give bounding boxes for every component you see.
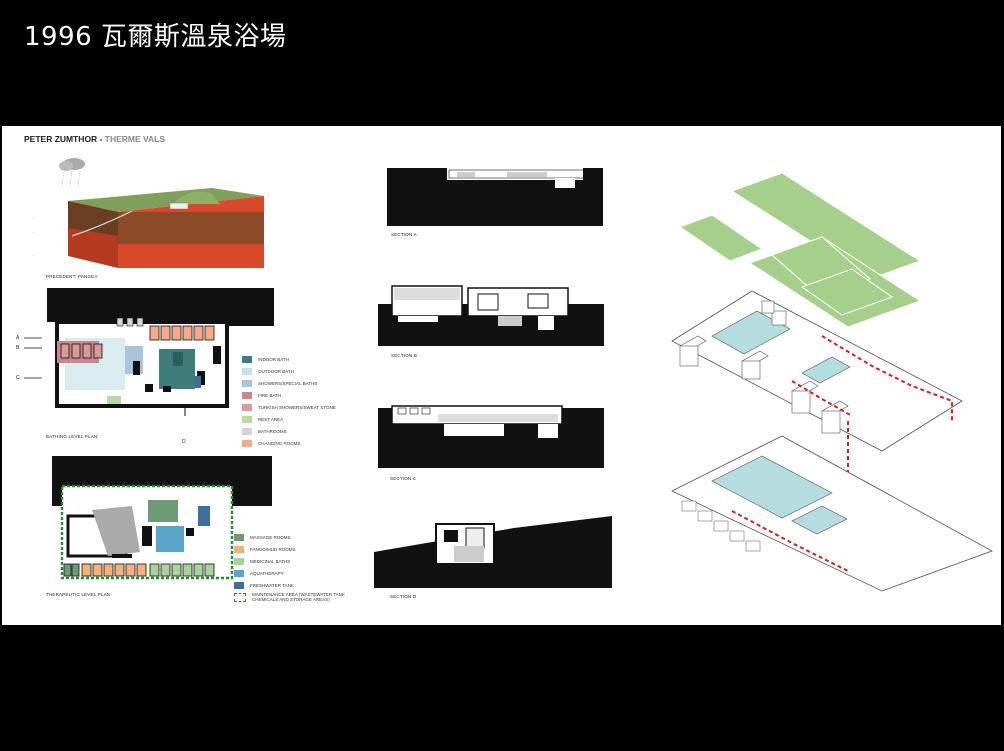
section-marker-a: A <box>16 335 20 341</box>
therapeutic-legend-label: MAINTENANCE AREA (WASTEWATER TANK CHEMIC… <box>252 592 345 602</box>
bathing-legend-swatch <box>242 403 252 411</box>
bathing-legend-swatch <box>242 355 252 363</box>
therapeutic-legend-item: MEDICINAL BATHS <box>234 555 354 567</box>
bathing-legend-swatch <box>242 427 252 435</box>
project-name: THERME VALS <box>102 134 166 144</box>
section-d-caption: SECTION D <box>390 594 417 599</box>
therapeutic-legend-item: MAINTENANCE AREA (WASTEWATER TANK CHEMIC… <box>234 591 354 603</box>
bathing-legend-swatch <box>242 439 252 447</box>
author-name: PETER ZUMTHOR - <box>24 134 103 144</box>
bathing-legend-swatch <box>242 367 252 375</box>
therapeutic-legend-swatch <box>234 545 244 553</box>
board-title: PETER ZUMTHOR - THERME VALS <box>24 134 165 144</box>
bathing-legend-item: INDOOR BATH <box>242 353 336 365</box>
bathing-legend-label: INDOOR BATH <box>258 356 289 362</box>
bathing-legend-label: SHOWERS/SPECIAL BATHS <box>258 380 318 386</box>
bathing-legend-label: FIRE BATH <box>258 392 282 398</box>
bathing-legend-swatch <box>242 415 252 423</box>
slide-title: 1996 瓦爾斯溫泉浴場 <box>24 22 287 52</box>
section-c-drawing <box>378 405 604 468</box>
bathing-legend-label: TURKISH SHOWERS/SWEAT STONE <box>258 404 336 410</box>
therapeutic-legend-swatch <box>234 581 244 589</box>
therapeutic-level-plan <box>52 456 272 580</box>
svg-text:·····: ····· <box>32 216 37 220</box>
therapeutic-legend-label: MASSAGE ROOMS <box>250 534 291 540</box>
section-a-drawing <box>387 168 603 226</box>
bathing-legend-item: BATHROOMS <box>242 425 336 437</box>
therapeutic-plan-caption: THERAPEUTIC LEVEL PLAN <box>46 592 111 597</box>
svg-text:·····: ····· <box>32 230 37 234</box>
section-a-caption: SECTION A <box>391 232 417 237</box>
bathing-legend-item: SHOWERS/SPECIAL BATHS <box>242 377 336 389</box>
precedent-caption: PRECEDENT: PANGEA <box>46 274 98 279</box>
section-marker-c: C <box>16 375 20 381</box>
section-d-drawing <box>374 516 612 588</box>
therapeutic-legend-swatch <box>234 533 244 541</box>
therapeutic-legend-swatch <box>234 592 246 602</box>
bathing-legend-label: REST AREA <box>258 416 284 422</box>
therapeutic-legend-swatch <box>234 557 244 565</box>
therapeutic-legend-item: AQUATHERAPY <box>234 567 354 579</box>
bathing-level-plan <box>47 288 274 416</box>
therapeutic-legend-label: FRESHWATER TANK <box>250 582 294 588</box>
bathing-legend-item: REST AREA <box>242 413 336 425</box>
bathing-legend-item: CHANGING ROOMS <box>242 437 336 449</box>
section-cut-lines <box>24 337 42 379</box>
bathing-legend-swatch <box>242 391 252 399</box>
cloud-icon <box>59 158 85 187</box>
section-b-drawing <box>378 285 604 346</box>
therapeutic-legend: MASSAGE ROOMS FANGO/MUD ROOMS MEDICINAL BA… <box>234 531 354 603</box>
therapeutic-legend-swatch <box>234 569 244 577</box>
section-b-caption: SECTION B <box>391 353 418 358</box>
therapeutic-legend-label: MEDICINAL BATHS <box>250 558 291 564</box>
therapeutic-legend-item: FANGO/MUD ROOMS <box>234 543 354 555</box>
bathing-legend-label: CHANGING ROOMS <box>258 440 301 446</box>
section-c-caption: SECTION C <box>390 476 417 481</box>
bathing-level-volume <box>671 290 963 571</box>
pangea-terrain-illustration: ····· ····· ····· <box>32 158 264 268</box>
presentation-board: PETER ZUMTHOR - THERME VALS ····· ····· … <box>2 126 1001 625</box>
section-marker-d: D <box>182 439 186 445</box>
bathing-legend-label: OUTDOOR BATH <box>258 368 294 374</box>
bathing-plan-caption: BATHING LEVEL PLAN <box>46 434 98 439</box>
bathing-legend-item: OUTDOOR BATH <box>242 365 336 377</box>
section-marker-b: B <box>16 345 20 351</box>
bathing-legend-swatch <box>242 379 252 387</box>
therapeutic-legend-label: FANGO/MUD ROOMS <box>250 546 296 552</box>
therapeutic-legend-item: MASSAGE ROOMS <box>234 531 354 543</box>
exploded-axonometric <box>671 172 993 592</box>
therapeutic-legend-item: FRESHWATER TANK <box>234 579 354 591</box>
green-roof-layer <box>678 172 922 328</box>
svg-text:·····: ····· <box>32 253 37 257</box>
therapeutic-legend-label: AQUATHERAPY <box>250 570 284 576</box>
bathing-legend-label: BATHROOMS <box>258 428 287 434</box>
bathing-legend-item: TURKISH SHOWERS/SWEAT STONE <box>242 401 336 413</box>
bathing-legend-item: FIRE BATH <box>242 389 336 401</box>
therapeutic-level-volume <box>671 435 993 592</box>
bathing-legend: INDOOR BATH OUTDOOR BATH SHOWERS/SPECIAL B… <box>242 353 336 449</box>
